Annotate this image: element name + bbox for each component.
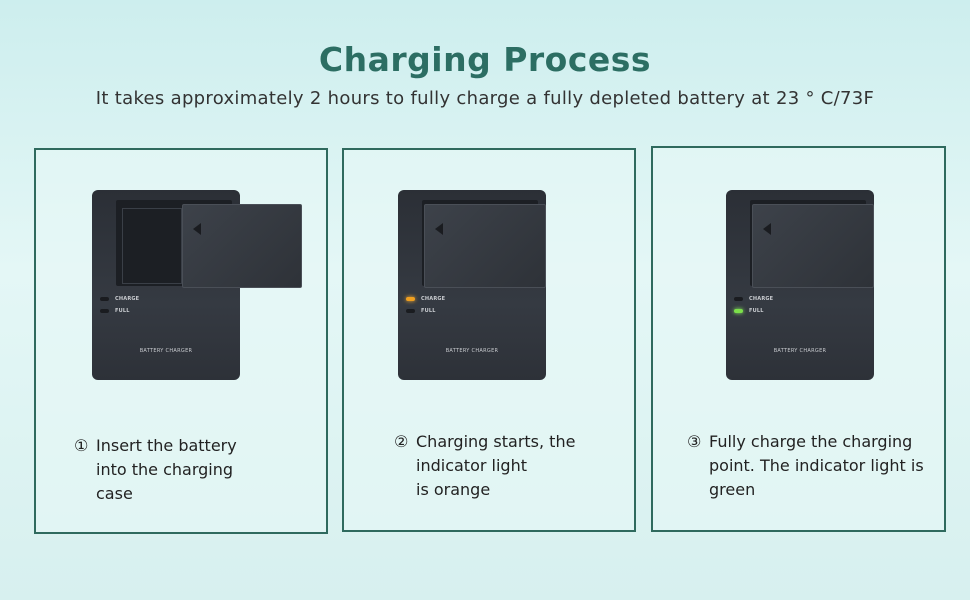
full-led-icon	[100, 309, 109, 313]
step-number: ③	[687, 432, 702, 451]
charge-led-label: CHARGE	[115, 296, 140, 302]
charge-led-label: CHARGE	[749, 296, 774, 302]
charge-led-row: CHARGE	[734, 296, 773, 302]
charger-brand-label: BATTERY CHARGER	[139, 348, 193, 354]
battery-charger-image: CHARGE FULL BATTERY CHARGER	[92, 190, 302, 380]
step-description-3: ③ Fully charge the charging point. The in…	[687, 430, 937, 502]
charge-led-icon	[734, 297, 743, 301]
charger-contacts	[122, 208, 182, 284]
charge-led-orange-icon	[406, 297, 415, 301]
charge-led-icon	[100, 297, 109, 301]
battery-charger-image: CHARGE FULL BATTERY CHARGER	[726, 190, 874, 380]
step-number: ②	[394, 432, 409, 451]
step-line: Fully charge the charging	[709, 432, 913, 451]
step-panel-2: CHARGE FULL BATTERY CHARGER ② Charging st…	[342, 148, 636, 532]
full-led-row: FULL	[100, 308, 130, 314]
step-line: case	[96, 484, 133, 503]
battery-pack	[424, 204, 546, 288]
step-line: point. The indicator light is	[709, 456, 924, 475]
full-led-row: FULL	[406, 308, 436, 314]
step-line: into the charging	[96, 460, 234, 479]
page-title: Charging Process	[318, 40, 652, 79]
full-led-green-icon	[734, 309, 743, 313]
full-led-row: FULL	[734, 308, 764, 314]
step-description-2: ② Charging starts, the indicator light is…	[394, 430, 624, 502]
charge-led-row: CHARGE	[100, 296, 139, 302]
step-panel-1: CHARGE FULL BATTERY CHARGER ① Insert the …	[34, 148, 328, 534]
step-line: Charging starts, the	[416, 432, 576, 451]
step-description-1: ① Insert the battery into the charging ca…	[74, 434, 304, 506]
battery-pack	[752, 204, 874, 288]
charger-brand-label: BATTERY CHARGER	[445, 348, 499, 354]
step-line: is orange	[416, 480, 491, 499]
page-subtitle: It takes approximately 2 hours to fully …	[95, 88, 875, 109]
battery-charger-image: CHARGE FULL BATTERY CHARGER	[398, 190, 546, 380]
full-led-label: FULL	[749, 308, 764, 314]
charge-led-label: CHARGE	[421, 296, 446, 302]
charge-led-row: CHARGE	[406, 296, 445, 302]
step-line: indicator light	[416, 456, 527, 475]
charger-brand-label: BATTERY CHARGER	[773, 348, 827, 354]
step-panel-3: CHARGE FULL BATTERY CHARGER ③ Fully charg…	[651, 146, 946, 532]
battery-pack	[182, 204, 302, 288]
step-number: ①	[74, 436, 89, 455]
full-led-icon	[406, 309, 415, 313]
full-led-label: FULL	[115, 308, 130, 314]
full-led-label: FULL	[421, 308, 436, 314]
step-line: green	[709, 480, 756, 499]
step-line: Insert the battery	[96, 436, 237, 455]
